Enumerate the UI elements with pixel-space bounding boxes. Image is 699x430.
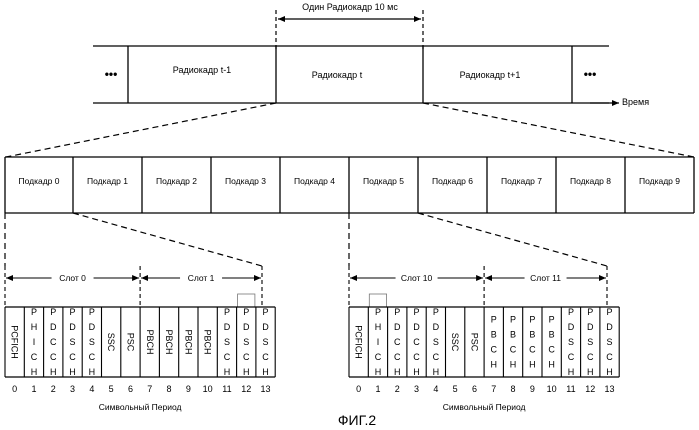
channel-label: PBCH <box>145 329 155 354</box>
channel-label: PDSCH <box>262 307 269 377</box>
symbol-number: 6 <box>128 384 133 394</box>
subframe-0-detail: Слот 0 Слот 1 PCFICH PHICH PDCCH PDSCH PDSCH SS… <box>5 266 275 412</box>
subframe-label: Подкадр 1 <box>87 176 128 186</box>
channel-label: PDCCH <box>413 307 420 377</box>
symbol-number: 11 <box>222 384 231 394</box>
symbol-number: 2 <box>51 384 56 394</box>
channel-label: PSC <box>469 333 479 352</box>
symbol-number: 3 <box>414 384 419 394</box>
subframe-5-detail: Слот 10 Слот 11 PCFICH PHICH PDCCH PDCCH PDSCH… <box>349 266 619 412</box>
channel-label: PCFICH <box>10 325 20 359</box>
channel-label: PHICH <box>375 307 382 377</box>
zoom-line-sf0-right <box>73 213 262 266</box>
radio-frame-label: Радиокадр t-1 <box>173 65 231 75</box>
symbol-number: 9 <box>530 384 535 394</box>
ellipsis-left: ••• <box>105 67 118 81</box>
symbol-number: 7 <box>147 384 152 394</box>
radio-frame-span: Один Радиокадр 10 мс <box>276 0 423 50</box>
symbol-number: 3 <box>70 384 75 394</box>
zoom-line-sf5-right <box>418 213 607 266</box>
channel-label: SSC <box>450 333 460 352</box>
symbol-period-label: Символьный Период <box>99 402 182 412</box>
symbol-number: 12 <box>241 384 251 394</box>
channel-label: PBCH <box>491 315 498 370</box>
channel-label: PBCH <box>203 329 213 354</box>
channel-label: SSC <box>106 333 116 352</box>
symbol-number: 11 <box>566 384 575 394</box>
subframe-label: Подкадр 3 <box>225 176 266 186</box>
symbol-number: 0 <box>356 384 361 394</box>
channel-label: PDSCH <box>587 307 594 377</box>
radio-frame-label: Радиокадр t+1 <box>460 70 521 80</box>
slot-label: Слот 10 <box>401 273 433 283</box>
radio-frame-span-label: Один Радиокадр 10 мс <box>302 2 398 12</box>
symbol-number: 5 <box>453 384 458 394</box>
symbol-number: 12 <box>585 384 595 394</box>
subframe-label: Подкадр 9 <box>639 176 680 186</box>
channel-label: PSC <box>125 333 135 352</box>
channel-label: PDSCH <box>224 307 231 377</box>
subframe-label: Подкадр 5 <box>363 176 404 186</box>
symbol-number: 2 <box>395 384 400 394</box>
subframe-band: Подкадр 0 Подкадр 1 Подкадр 2 Подкадр 3 Подк… <box>5 157 694 213</box>
channel-label: PDSCH <box>606 307 613 377</box>
channel-label: PDSCH <box>568 307 575 377</box>
figure-caption: ФИГ.2 <box>338 412 376 428</box>
symbol-number: 13 <box>605 384 615 394</box>
symbol-number: 8 <box>167 384 172 394</box>
slot-label: Слот 0 <box>59 273 86 283</box>
channel-label: PDSCH <box>243 307 250 377</box>
channel-label: PCFICH <box>354 325 364 359</box>
ellipsis-right: ••• <box>584 67 597 81</box>
symbol-number: 6 <box>472 384 477 394</box>
channel-label: PBCH <box>510 315 517 370</box>
channel-label: PDCCH <box>50 307 57 377</box>
channel-label: PDCCH <box>394 307 401 377</box>
subframe-label: Подкадр 4 <box>294 176 335 186</box>
reference-signal-marker <box>369 294 386 307</box>
subframe-label: Подкадр 7 <box>501 176 542 186</box>
zoom-line-left <box>6 103 276 157</box>
reference-signal-marker <box>238 294 255 307</box>
channel-label: PBCH <box>164 329 174 354</box>
symbol-number: 10 <box>203 384 213 394</box>
subframe-label: Подкадр 2 <box>156 176 197 186</box>
symbol-number: 1 <box>31 384 36 394</box>
symbol-number: 7 <box>491 384 496 394</box>
subframe-label: Подкадр 0 <box>18 176 59 186</box>
radio-frame-band: ••• ••• Радиокадр t-1 Радиокадр t Радиок… <box>93 46 649 107</box>
symbol-number: 1 <box>375 384 380 394</box>
symbol-number: 5 <box>109 384 114 394</box>
symbol-number: 9 <box>186 384 191 394</box>
zoom-line-right <box>423 103 694 157</box>
subframe-label: Подкадр 6 <box>432 176 473 186</box>
subframe-label: Подкадр 8 <box>570 176 611 186</box>
channel-label: PHICH <box>31 307 38 377</box>
channel-label: PDSCH <box>69 307 76 377</box>
symbol-number: 13 <box>261 384 271 394</box>
symbol-number: 4 <box>89 384 94 394</box>
symbol-period-label: Символьный Период <box>443 402 526 412</box>
symbol-number: 10 <box>547 384 557 394</box>
channel-label: PBCH <box>183 329 193 354</box>
channel-label: PDSCH <box>433 307 440 377</box>
channel-label: PDSCH <box>89 307 96 377</box>
channel-label: PBCH <box>548 315 555 370</box>
symbol-number: 4 <box>433 384 438 394</box>
symbol-number: 8 <box>511 384 516 394</box>
time-axis-label: Время <box>622 97 649 107</box>
slot-label: Слот 1 <box>188 273 215 283</box>
channel-label: PBCH <box>529 315 536 370</box>
radio-frame-label: Радиокадр t <box>312 70 363 80</box>
slot-label: Слот 11 <box>530 273 561 283</box>
symbol-number: 0 <box>12 384 17 394</box>
